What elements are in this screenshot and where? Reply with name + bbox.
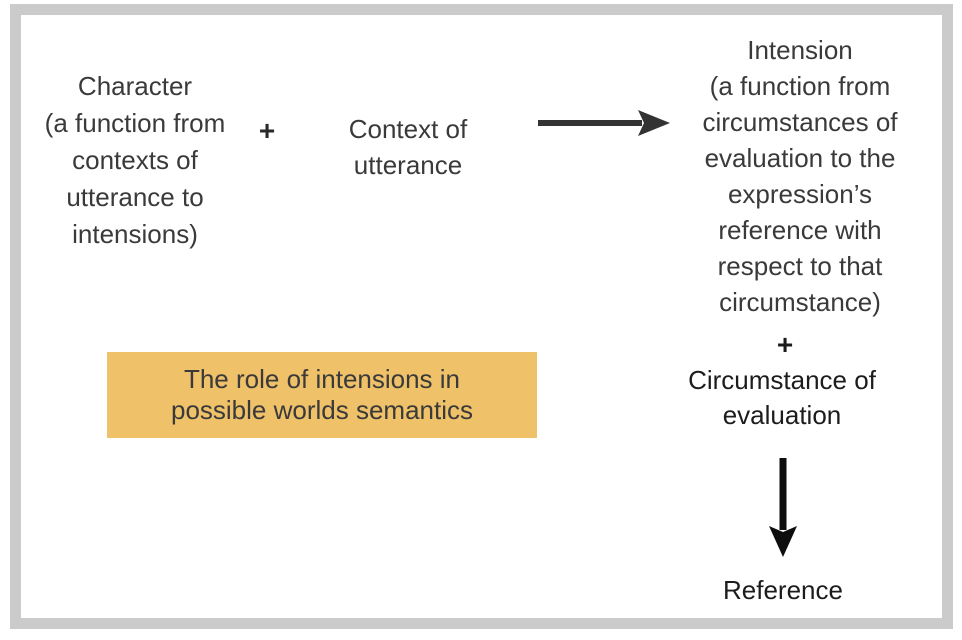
diagram-frame [10, 4, 953, 629]
plus-operator-left: + [258, 115, 276, 146]
highlight-label: The role of intensions in possible world… [170, 364, 473, 425]
context-of-utterance-node: Context of utterance [348, 114, 468, 180]
reference-node: Reference [723, 575, 843, 605]
right-arrow-icon [538, 110, 670, 136]
character-node: Character (a function from contexts of u… [44, 71, 226, 249]
down-arrow-icon [769, 458, 797, 557]
highlight-box: The role of intensions in possible world… [107, 352, 537, 438]
circumstance-of-evaluation-node: Circumstance of evaluation [688, 365, 876, 430]
plus-operator-right: + [776, 329, 794, 360]
intension-node: Intension (a function from circumstances… [702, 35, 898, 317]
